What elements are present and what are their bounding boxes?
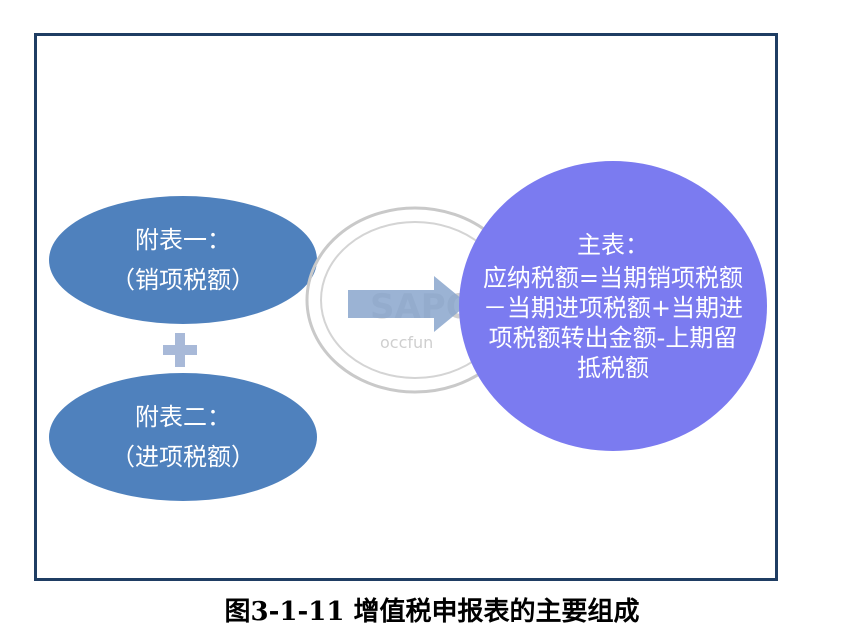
schedule-one-subtitle: （销项税额） <box>111 266 255 294</box>
arrow-right-icon <box>348 276 468 332</box>
figure-caption: 图3-1-11 增值税申报表的主要组成 <box>224 597 640 627</box>
schedule-two-ellipse: 附表二： （进项税额） <box>49 373 317 501</box>
main-form-line: 应纳税额=当期销项税额 <box>482 264 744 292</box>
schedule-two-subtitle: （进项税额） <box>111 443 255 471</box>
plus-icon <box>163 333 197 367</box>
watermark-subtext: occfun <box>380 333 433 352</box>
schedule-one-title: 附表一： <box>135 226 231 254</box>
main-form-line: －当期进项税额+当期进 <box>482 294 744 322</box>
main-form-line: 抵税额 <box>577 354 649 382</box>
schedule-one-ellipse: 附表一： （销项税额） <box>49 196 317 324</box>
main-form-line: 项税额转出金额-上期留 <box>488 324 738 352</box>
schedule-two-title: 附表二： <box>135 403 231 431</box>
main-form-circle: 主表： 应纳税额=当期销项税额 －当期进项税额+当期进 项税额转出金额-上期留 … <box>459 161 767 451</box>
main-form-title: 主表： <box>577 231 649 259</box>
